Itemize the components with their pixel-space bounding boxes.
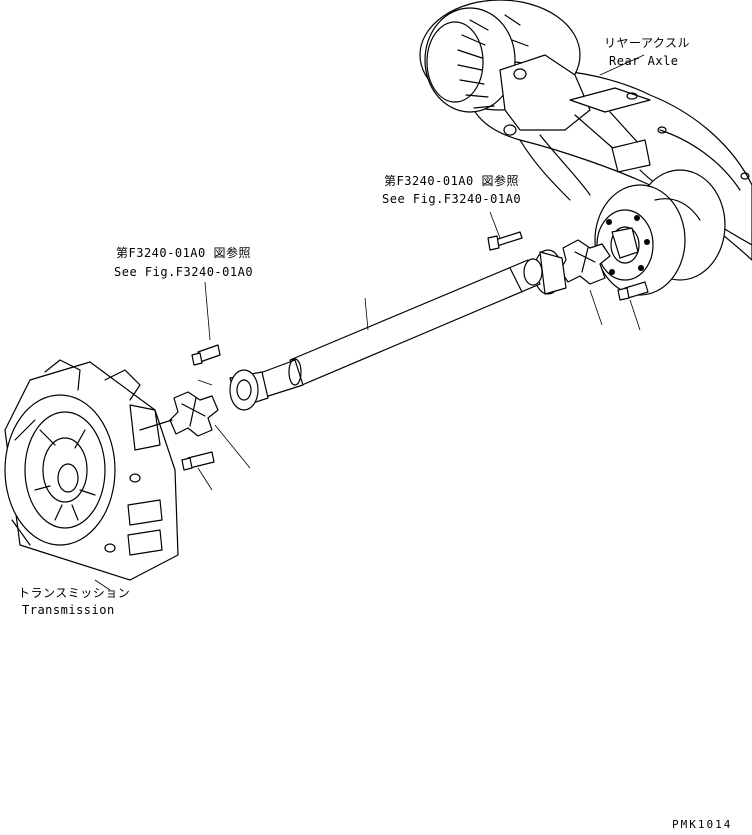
bolt-rear-upper [487, 231, 523, 251]
rear-axle-label-jp: リヤーアクスル [604, 36, 691, 50]
transmission [4, 359, 179, 581]
rear-axle [419, 0, 752, 296]
front-coupling [169, 344, 221, 471]
reference-label-right-en: See Fig.F3240-01A0 [382, 192, 522, 206]
bolt-front-upper [191, 344, 221, 366]
reference-label-left-jp: 第F3240-01A0 図参照 [116, 246, 251, 260]
drawing-code: PMK1014 [672, 818, 733, 831]
rear-axle-label-en: Rear Axle [609, 54, 679, 68]
bolt-front-lower [181, 451, 215, 471]
propeller-shaft [229, 258, 543, 411]
bolt-rear-lower [617, 281, 649, 301]
leader-lines [94, 54, 645, 591]
transmission-label-jp: トランスミッション [18, 586, 131, 600]
reference-label-left-en: See Fig.F3240-01A0 [114, 265, 254, 279]
rear-coupling [487, 231, 649, 301]
transmission-label-en: Transmission [22, 603, 115, 617]
reference-label-right-jp: 第F3240-01A0 図参照 [384, 174, 519, 188]
